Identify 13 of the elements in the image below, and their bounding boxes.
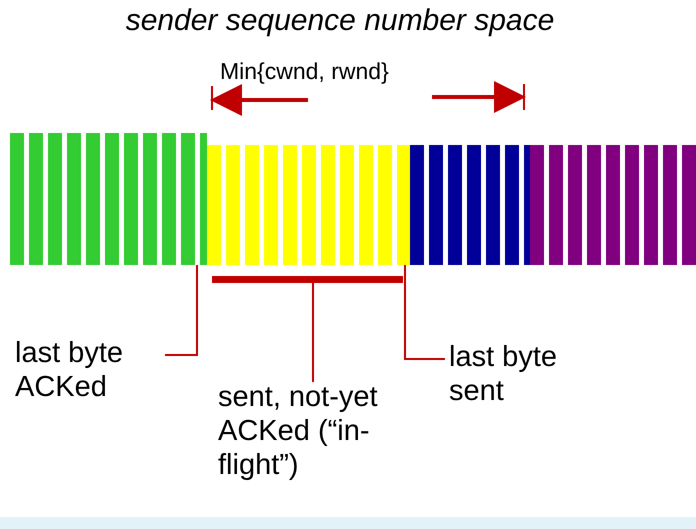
striped-band bbox=[207, 145, 410, 265]
leader-line bbox=[165, 265, 198, 356]
underline-bar bbox=[212, 276, 403, 283]
leader-line bbox=[404, 265, 445, 360]
callout-text: last byte sent bbox=[449, 340, 619, 408]
dimension-label: Min{cwnd, rwnd} bbox=[220, 58, 389, 85]
title: sender sequence number space bbox=[124, 4, 556, 38]
striped-band bbox=[10, 133, 207, 265]
striped-band bbox=[530, 145, 696, 265]
striped-band bbox=[410, 145, 530, 265]
leader-line bbox=[312, 283, 314, 382]
callout-text: sent, not-yet ACKed (“in-flight”) bbox=[218, 380, 418, 482]
callout-text: last byte ACKed bbox=[15, 336, 165, 404]
